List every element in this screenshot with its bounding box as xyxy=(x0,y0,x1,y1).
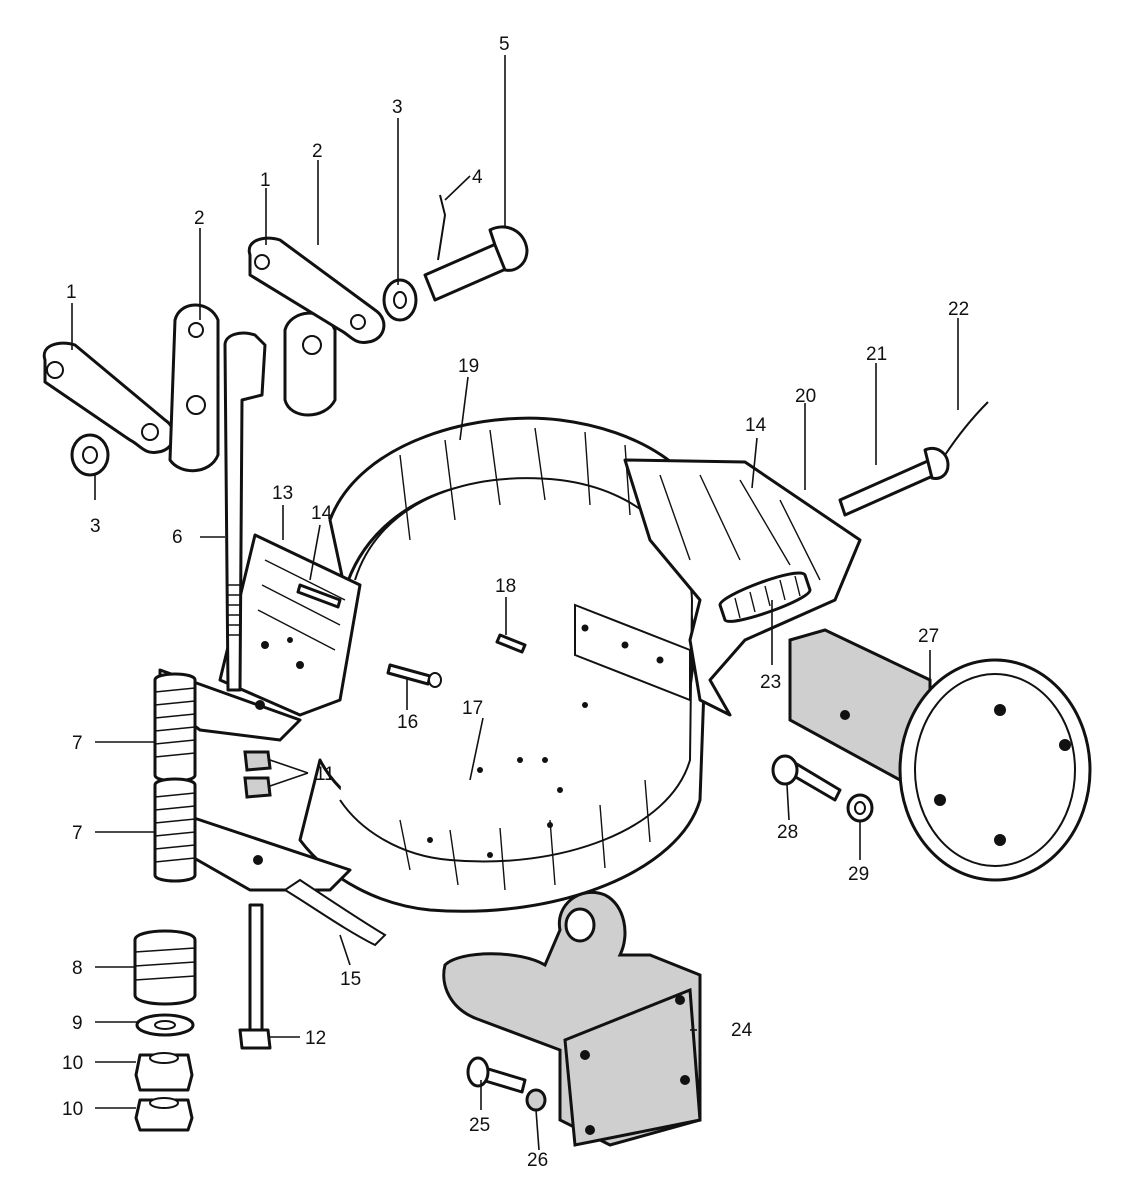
tie-rod xyxy=(223,331,267,692)
callout-6: 6 xyxy=(172,527,183,548)
pin-and-cotter xyxy=(423,194,529,302)
callout-9: 9 xyxy=(72,1013,83,1034)
right-bracket xyxy=(623,401,989,717)
callout-3b: 3 xyxy=(392,97,403,118)
callout-10b: 10 xyxy=(62,1099,83,1120)
support-bracket-24 xyxy=(442,890,702,1147)
callout-27: 27 xyxy=(918,626,939,647)
callout-10a: 10 xyxy=(62,1053,83,1074)
callout-15: 15 xyxy=(340,969,361,990)
callout-4: 4 xyxy=(472,167,483,188)
callout-2a: 2 xyxy=(194,208,205,229)
callout-1b: 1 xyxy=(260,170,271,191)
callout-24: 24 xyxy=(731,1020,753,1041)
leader-lines xyxy=(71,55,959,1151)
callout-14b: 14 xyxy=(745,415,767,436)
callout-17: 17 xyxy=(462,698,483,719)
callout-25: 25 xyxy=(469,1115,490,1136)
callout-22: 22 xyxy=(948,299,969,320)
bolt-12-and-nuts-11 xyxy=(238,750,272,1050)
callout-23: 23 xyxy=(760,672,781,693)
callout-29: 29 xyxy=(848,864,869,885)
callout-28: 28 xyxy=(777,822,798,843)
springs-7 xyxy=(153,672,197,883)
callout-labels: 1 1 2 2 3 3 4 5 6 7 7 8 9 10 10 11 12 13… xyxy=(62,34,969,1171)
callout-14a: 14 xyxy=(311,503,333,524)
callout-2b: 2 xyxy=(312,141,323,162)
callout-18: 18 xyxy=(495,576,516,597)
anchor-block-27 xyxy=(771,628,1092,882)
links-and-levers xyxy=(42,236,418,477)
callout-20: 20 xyxy=(795,386,816,407)
callout-13: 13 xyxy=(272,483,293,504)
callout-8: 8 xyxy=(72,958,83,979)
callout-7a: 7 xyxy=(72,733,83,754)
callout-26: 26 xyxy=(527,1150,548,1171)
callout-19: 19 xyxy=(458,356,479,377)
callout-11: 11 xyxy=(315,764,335,785)
callout-21: 21 xyxy=(866,344,887,365)
callout-16: 16 xyxy=(397,712,418,733)
callout-1a: 1 xyxy=(66,282,77,303)
callout-5: 5 xyxy=(499,34,510,55)
callout-12: 12 xyxy=(305,1028,326,1049)
spring-washer-nuts xyxy=(133,929,197,1132)
callout-3a: 3 xyxy=(90,516,101,537)
left-shoe-block xyxy=(218,533,362,717)
callout-7b: 7 xyxy=(72,823,83,844)
